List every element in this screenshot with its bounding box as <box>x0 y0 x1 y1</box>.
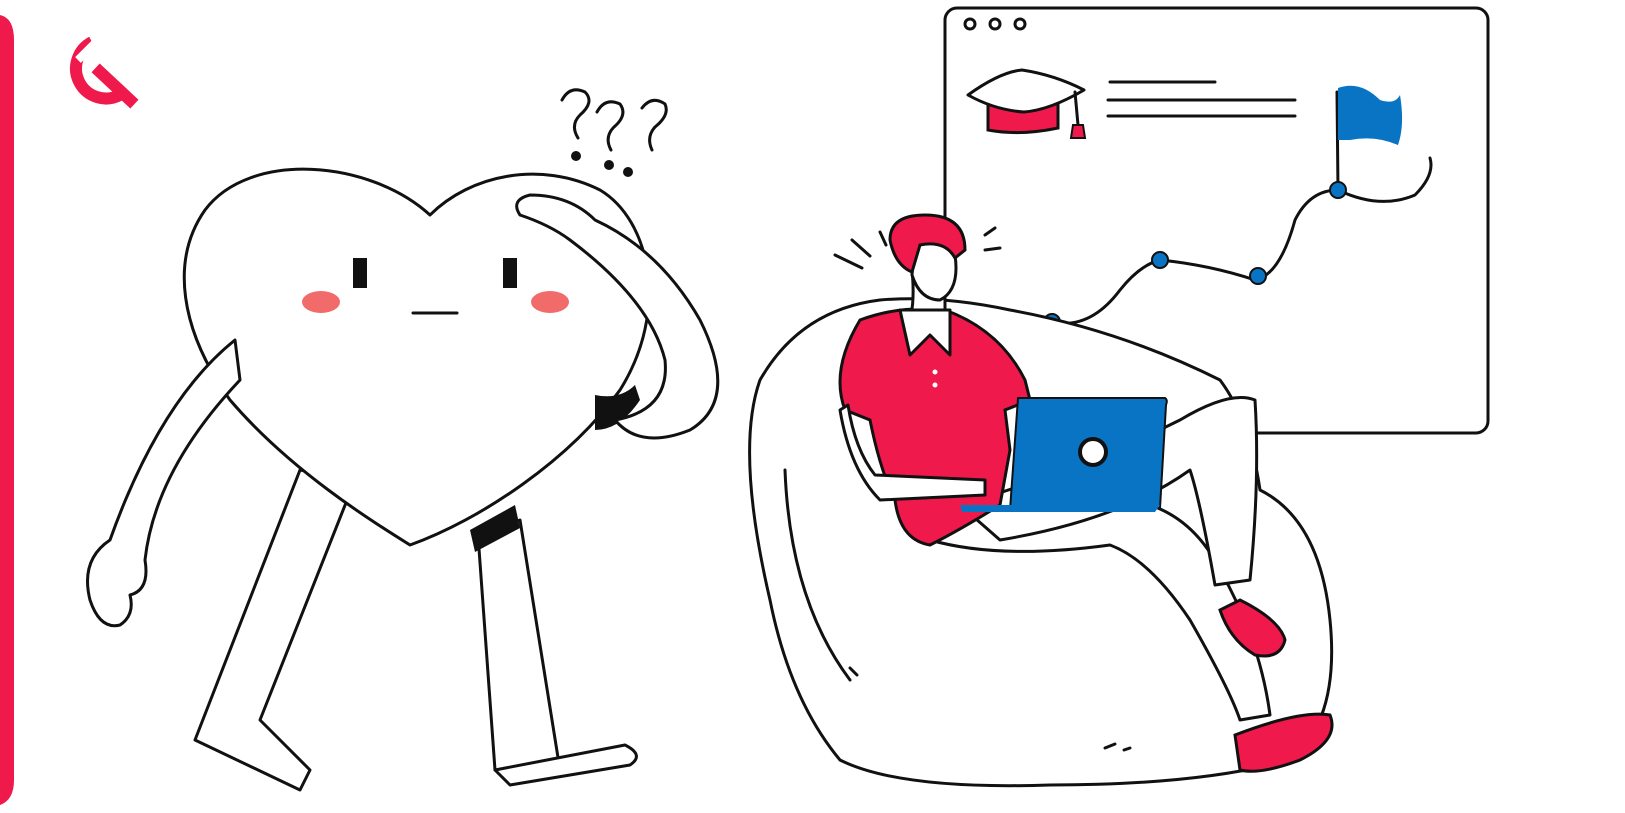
graduation-cap-icon <box>966 68 1087 139</box>
question-marks-icon <box>560 88 668 177</box>
heart-character <box>86 167 720 792</box>
chart-point <box>1249 267 1267 285</box>
person-character <box>833 213 1334 773</box>
window-dot <box>988 17 1002 31</box>
accent-side-bar <box>0 15 14 805</box>
flag-icon <box>1338 85 1403 145</box>
chart-point <box>1151 251 1169 269</box>
window-dot <box>1013 17 1027 31</box>
chart-point <box>1329 181 1347 199</box>
laptop-icon <box>960 397 1168 512</box>
brand-logo-icon <box>70 36 139 109</box>
window-dot <box>963 17 977 31</box>
